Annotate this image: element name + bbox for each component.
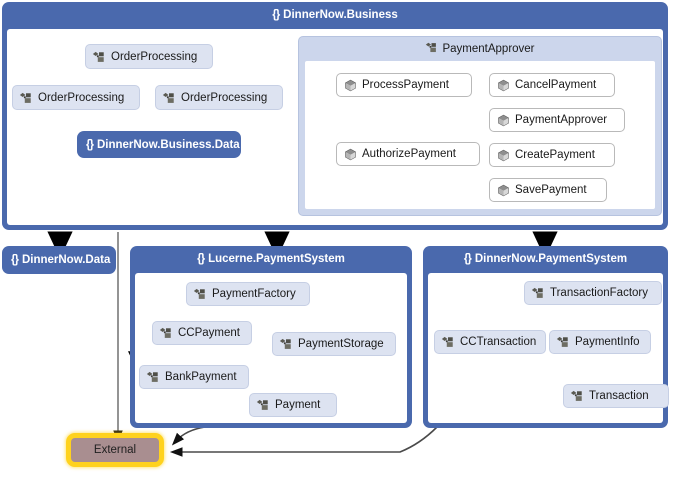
type-label: BankPayment [165,371,237,383]
type-node-bank-payment[interactable]: BankPayment [139,365,249,389]
group-label: PaymentApprover [442,43,535,55]
method-label: PaymentApprover [515,114,608,126]
method-cube-icon [344,79,357,92]
namespace-node-dinnernow-data[interactable]: {} DinnerNow.Data [2,246,116,274]
namespace-label: DinnerNow.Business [283,9,398,21]
external-node[interactable]: External [66,433,164,467]
method-node-save-payment[interactable]: SavePayment [489,178,607,202]
class-type-icon [193,287,207,301]
namespace-label: DinnerNow.PaymentSystem [474,253,628,265]
type-node-cc-payment[interactable]: CCPayment [152,321,252,345]
namespace-title-lucerne-paymentsystem: {}Lucerne.PaymentSystem [130,246,412,273]
method-node-authorize-payment[interactable]: AuthorizePayment [336,142,480,166]
namespace-title-dinnernow-business: {}DinnerNow.Business [2,2,668,29]
method-label: CancelPayment [515,79,597,91]
method-cube-icon [497,184,510,197]
type-node-order-processing-right[interactable]: OrderProcessing [155,85,283,110]
type-label: OrderProcessing [38,91,125,104]
type-node-cc-transaction[interactable]: CCTransaction [434,330,546,354]
namespace-title-dinnernow-paymentsystem: {}DinnerNow.PaymentSystem [423,246,668,273]
type-label: OrderProcessing [111,50,198,63]
method-label: ProcessPayment [362,79,449,91]
namespace-node-label: DinnerNow.Data [21,254,111,266]
class-type-icon [279,337,293,351]
method-cube-icon [497,149,510,162]
type-label: CCTransaction [460,336,537,348]
type-label: PaymentInfo [575,336,640,348]
braces-icon: {} [11,254,19,266]
method-node-cancel-payment[interactable]: CancelPayment [489,73,615,97]
method-node-payment-approver[interactable]: PaymentApprover [489,108,625,132]
class-type-icon [441,335,455,349]
braces-icon: {} [197,253,205,265]
method-node-create-payment[interactable]: CreatePayment [489,143,615,167]
group-title-payment-approver: PaymentApprover [299,37,661,61]
class-type-icon [159,326,173,340]
class-type-icon [425,41,438,54]
class-type-icon [146,370,160,384]
type-node-payment-factory[interactable]: PaymentFactory [186,282,310,306]
braces-icon: {} [463,253,472,265]
type-node-payment[interactable]: Payment [249,393,337,417]
class-type-icon [531,286,545,300]
class-type-icon [256,398,270,412]
type-node-order-processing-left[interactable]: OrderProcessing [12,85,140,110]
type-label: TransactionFactory [550,287,648,299]
namespace-node-dinnernow-business-data[interactable]: {} DinnerNow.Business.Data [77,131,241,158]
type-label: PaymentFactory [212,288,296,300]
type-label: Payment [275,399,321,411]
method-label: SavePayment [515,184,587,196]
method-node-process-payment[interactable]: ProcessPayment [336,73,472,97]
type-node-payment-info[interactable]: PaymentInfo [549,330,651,354]
type-label: CCPayment [178,327,240,339]
type-node-order-processing-top[interactable]: OrderProcessing [85,44,213,69]
method-cube-icon [344,148,357,161]
class-type-icon [19,91,33,105]
namespace-label: Lucerne.PaymentSystem [208,253,345,265]
type-label: OrderProcessing [181,91,268,104]
class-type-icon [92,50,106,64]
type-node-transaction[interactable]: Transaction [563,384,669,408]
type-label: PaymentStorage [298,338,384,350]
class-type-icon [162,91,176,105]
external-label: External [93,444,137,456]
method-cube-icon [497,114,510,127]
namespace-node-label: DinnerNow.Business.Data [96,138,240,151]
type-label: Transaction [589,390,649,402]
method-label: AuthorizePayment [362,148,456,160]
type-node-transaction-factory[interactable]: TransactionFactory [524,281,662,305]
braces-icon: {} [86,138,94,151]
method-cube-icon [497,79,510,92]
class-type-icon [570,389,584,403]
class-type-icon [556,335,570,349]
method-label: CreatePayment [515,149,595,161]
braces-icon: {} [272,9,280,21]
type-node-payment-storage[interactable]: PaymentStorage [272,332,396,356]
